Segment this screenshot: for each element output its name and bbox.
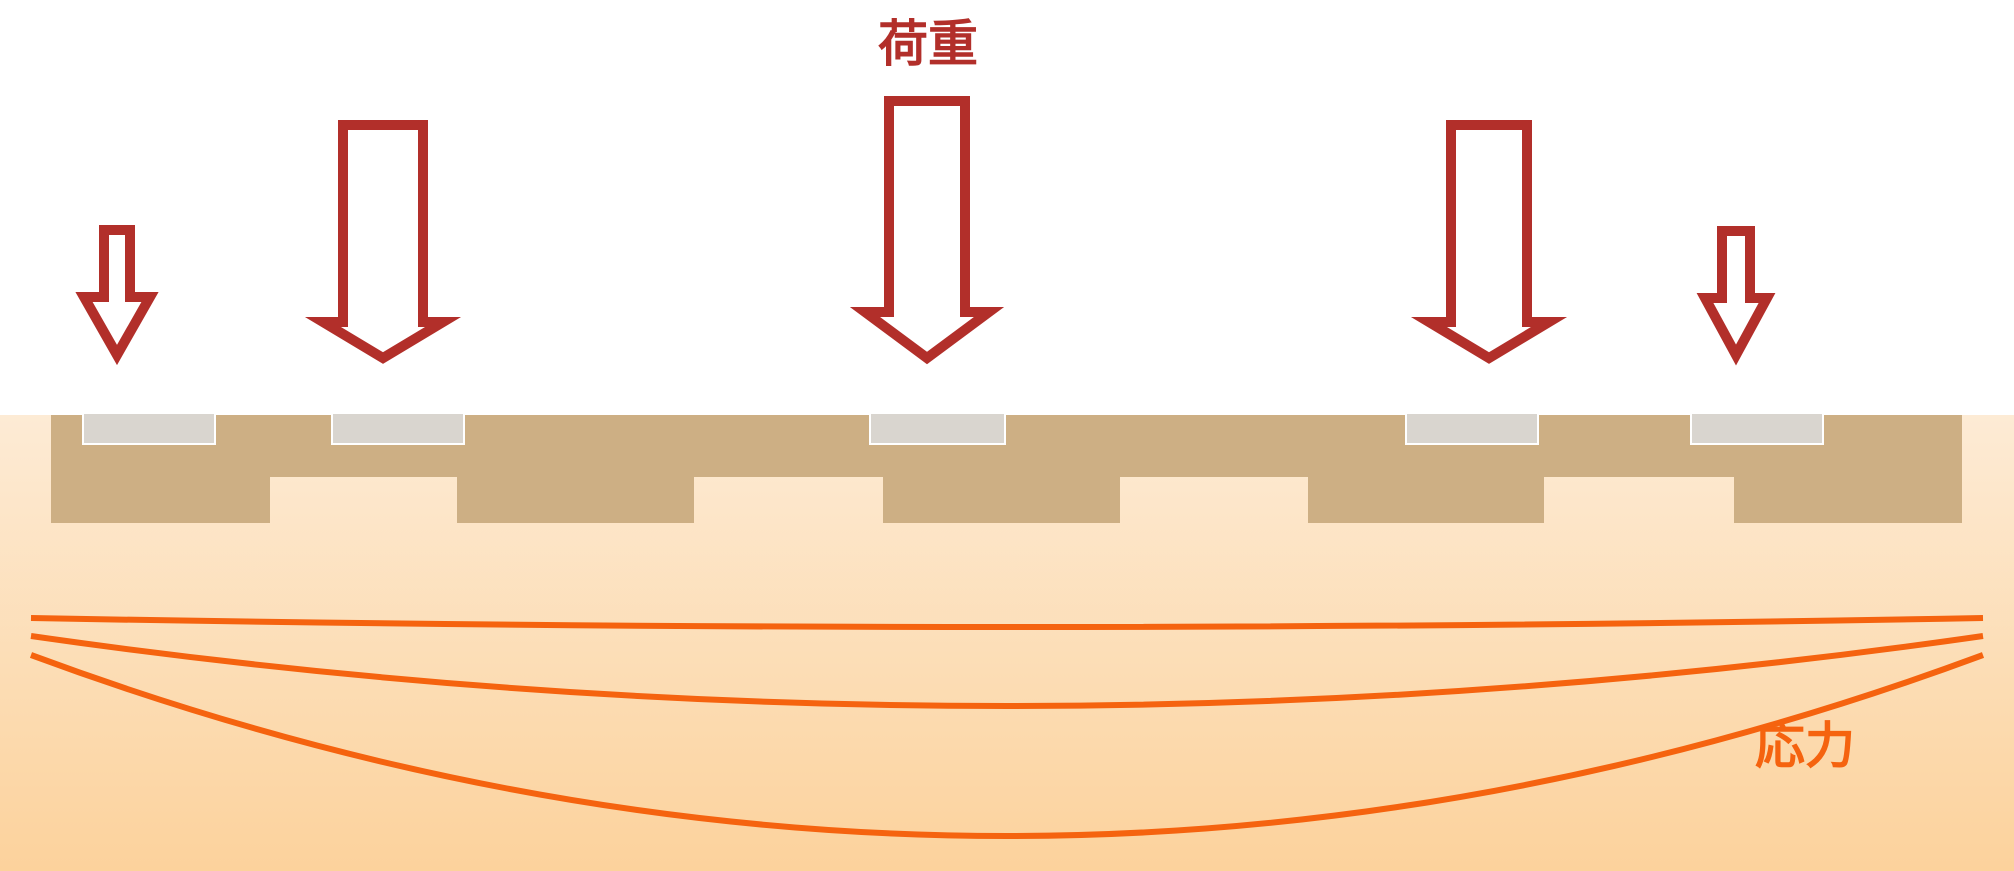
support-pad [331, 412, 465, 445]
stress-curve [30, 615, 1984, 630]
load-arrows [75, 96, 1776, 366]
stress-label: 応力 [1755, 717, 1855, 775]
load-arrow-icon [1410, 120, 1568, 364]
load-arrow-icon [75, 225, 159, 366]
stress-curves [29, 615, 1985, 839]
stress-curve [30, 633, 1984, 709]
load-arrow-icon [849, 96, 1005, 365]
load-arrow-icon [1696, 226, 1776, 366]
load-arrow-icon [304, 120, 462, 364]
support-pad [82, 412, 216, 445]
load-label: 荷重 [878, 15, 978, 73]
support-pad [1690, 412, 1824, 445]
support-pads [82, 412, 1824, 445]
support-pad [869, 412, 1006, 445]
stress-curve [29, 652, 1985, 839]
support-pad [1405, 412, 1539, 445]
